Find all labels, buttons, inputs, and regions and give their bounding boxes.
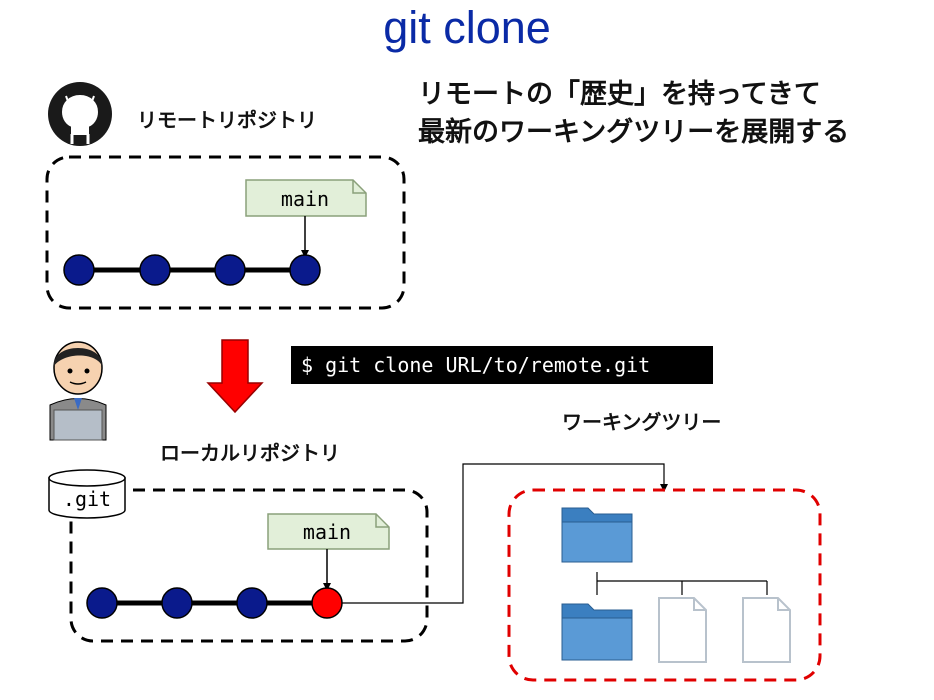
checkout-connector (342, 463, 665, 604)
remote-commit (214, 254, 246, 286)
remote-commit (139, 254, 171, 286)
local-repo-label: ローカルリポジトリ (160, 441, 340, 465)
checkout-connector-head (660, 484, 668, 492)
local-commit (236, 587, 268, 619)
person-with-laptop-icon (49, 341, 107, 441)
local-commit (161, 587, 193, 619)
remote-repo-box (45, 155, 406, 310)
local-branch-pointer-head (323, 583, 331, 591)
clone-arrow-icon (206, 339, 264, 414)
database-icon (48, 469, 126, 519)
headline: リモートの「歴史」を持ってきて 最新のワーキングツリーを展開する (418, 76, 849, 152)
page-title: git clone (383, 2, 551, 53)
file-icon (658, 597, 707, 663)
headline-line-1: リモートの「歴史」を持ってきて (418, 79, 821, 110)
working-tree-box (507, 488, 822, 682)
folder-icon (561, 603, 633, 661)
local-branch-tag (267, 513, 390, 550)
local-repo-box (69, 488, 429, 643)
folder-icon (561, 507, 633, 563)
local-commit (86, 587, 118, 619)
remote-commit-head (289, 254, 321, 286)
working-tree-label: ワーキングツリー (562, 410, 722, 434)
remote-commit (63, 254, 95, 286)
git-dir-label: .git (63, 487, 111, 511)
local-branch-label: main (303, 520, 351, 544)
headline-line-2: 最新のワーキングツリーを展開する (418, 117, 850, 148)
command-line: $ git clone URL/to/remote.git (291, 346, 713, 384)
remote-repo-label: リモートリポジトリ (137, 108, 317, 132)
local-commit-head (311, 587, 343, 619)
remote-branch-tag (245, 179, 367, 217)
remote-branch-label: main (281, 187, 329, 211)
github-icon (48, 82, 112, 146)
file-icon (742, 597, 791, 663)
remote-branch-pointer-head (301, 250, 309, 258)
